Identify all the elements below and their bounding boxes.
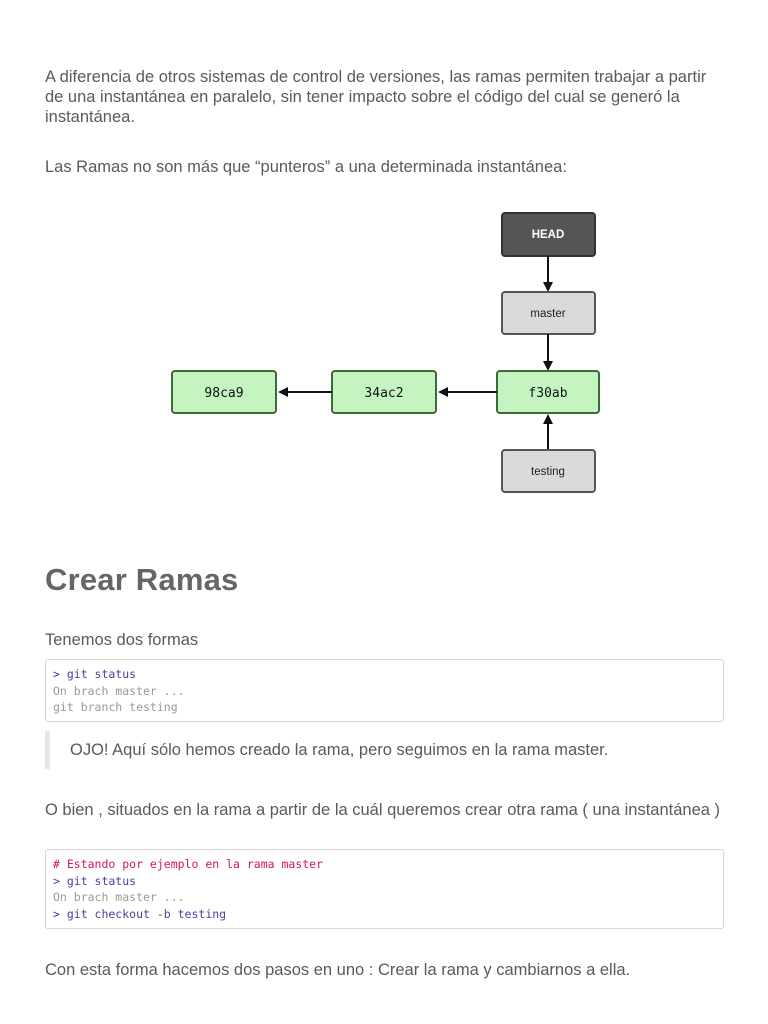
code-line: # Estando por ejemplo en la rama master	[53, 857, 324, 871]
code-line: On brach master ...	[53, 683, 185, 698]
code-block-2: # Estando por ejemplo en la rama master …	[45, 849, 724, 929]
or-else-paragraph: O bien , situados en la rama a partir de…	[45, 801, 721, 819]
code-line: > git status	[53, 667, 137, 681]
branch-diagram: HEAD master 98ca9 34ac2 f30ab testing	[171, 212, 600, 493]
testing-node: testing	[501, 449, 596, 493]
commit-label: 98ca9	[204, 386, 243, 401]
code-line: git branch testing	[53, 700, 178, 714]
head-label: HEAD	[532, 229, 565, 241]
intro-paragraph: A diferencia de otros sistemas de contro…	[45, 68, 707, 126]
section-heading: Crear Ramas	[45, 562, 239, 597]
commit-label: f30ab	[528, 386, 567, 401]
master-label: master	[530, 308, 565, 320]
head-node: HEAD	[501, 212, 596, 257]
commit-f30ab: f30ab	[496, 370, 600, 414]
commit-34ac2: 34ac2	[331, 370, 437, 414]
master-node: master	[501, 291, 596, 335]
code-line: > git status	[53, 873, 137, 888]
note-blockquote: OJO! Aquí sólo hemos creado la rama, per…	[45, 731, 725, 769]
pointers-paragraph: Las Ramas no son más que “punteros” a un…	[45, 158, 567, 176]
testing-label: testing	[531, 466, 565, 478]
code-block-1: > git status On brach master ... git bra…	[45, 659, 724, 722]
code-line: On brach master ...	[53, 890, 185, 904]
code-line: > git checkout -b testing	[53, 906, 227, 921]
commit-98ca9: 98ca9	[171, 370, 277, 414]
note-text: OJO! Aquí sólo hemos creado la rama, per…	[70, 741, 609, 759]
commit-label: 34ac2	[364, 386, 403, 401]
final-paragraph: Con esta forma hacemos dos pasos en uno …	[45, 961, 631, 979]
two-ways-paragraph: Tenemos dos formas	[45, 631, 199, 649]
